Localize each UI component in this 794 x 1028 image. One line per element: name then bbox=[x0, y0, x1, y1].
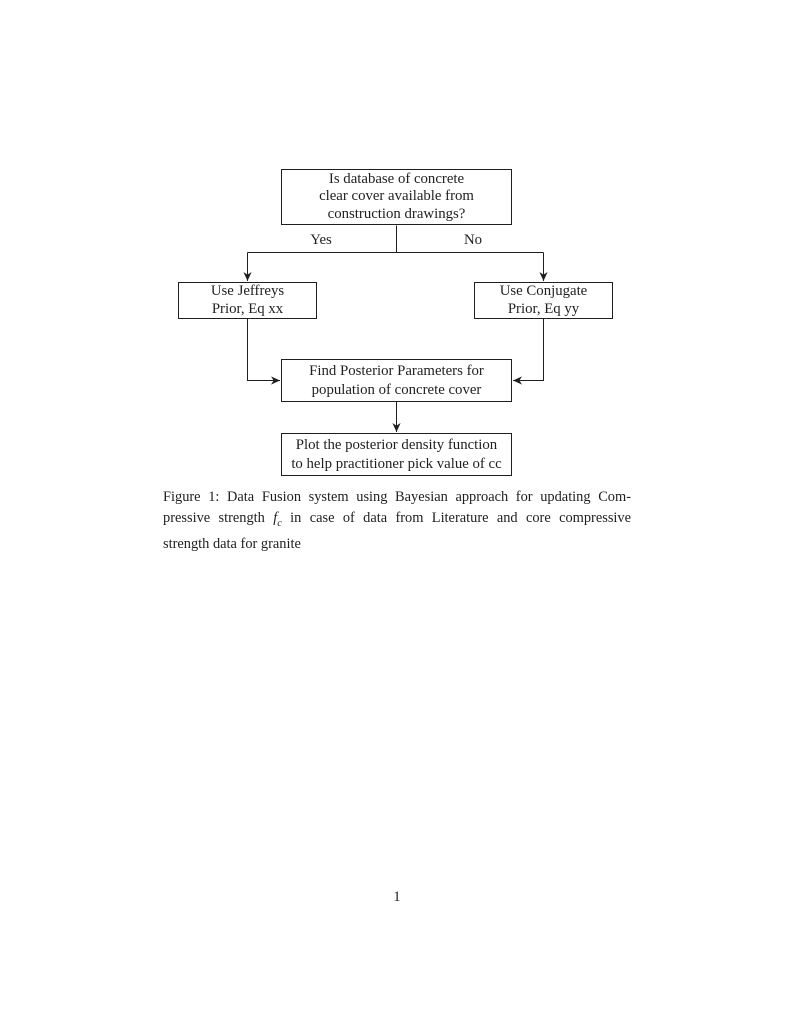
flowchart-box-jeffreys-prior: Use Jeffreys Prior, Eq xx bbox=[178, 282, 317, 319]
conjugate-line-1: Use Conjugate bbox=[499, 282, 588, 299]
plot-line-2: to help practitioner pick value of cc bbox=[291, 455, 502, 472]
decision-line-2: clear cover available from bbox=[319, 188, 474, 205]
caption-math-fc-subscript: c bbox=[277, 517, 282, 529]
posterior-line-1: Find Posterior Parameters for bbox=[309, 362, 484, 379]
flowchart-box-plot-density: Plot the posterior density function to h… bbox=[281, 433, 512, 476]
flowchart-box-posterior-parameters: Find Posterior Parameters for population… bbox=[281, 359, 512, 402]
edge-label-yes: Yes bbox=[310, 232, 332, 248]
flowchart-box-conjugate-prior: Use Conjugate Prior, Eq yy bbox=[474, 282, 613, 319]
caption-line-2-pre: pressive strength bbox=[163, 510, 274, 526]
caption-line-2-post: in case of data from Literature and core… bbox=[281, 510, 632, 526]
page-number: 1 bbox=[393, 889, 401, 905]
caption-line-1: Figure 1: Data Fusion system using Bayes… bbox=[163, 489, 631, 505]
connector-conjugate-to-posterior bbox=[513, 318, 544, 385]
plot-line-1: Plot the posterior density function bbox=[295, 436, 498, 453]
caption-line-3: strength data for granite bbox=[163, 535, 301, 552]
conjugate-line-2: Prior, Eq yy bbox=[507, 300, 580, 317]
jeffreys-line-1: Use Jeffreys bbox=[210, 282, 285, 299]
caption-line-2: pressive strength fc in case of data fro… bbox=[163, 508, 631, 534]
edge-label-no: No bbox=[463, 232, 483, 248]
jeffreys-line-2: Prior, Eq xx bbox=[211, 300, 284, 317]
decision-line-1: Is database of concrete bbox=[328, 170, 465, 187]
flowchart-box-decision: Is database of concrete clear cover avai… bbox=[281, 169, 512, 225]
connector-jeffreys-to-posterior bbox=[247, 318, 280, 385]
posterior-line-2: population of concrete cover bbox=[311, 381, 482, 398]
figure-caption: Figure 1: Data Fusion system using Bayes… bbox=[163, 487, 631, 555]
flowchart-connectors bbox=[243, 225, 548, 432]
decision-line-3: construction drawings? bbox=[327, 205, 466, 222]
caption-math-fc-variable: f bbox=[273, 510, 278, 526]
